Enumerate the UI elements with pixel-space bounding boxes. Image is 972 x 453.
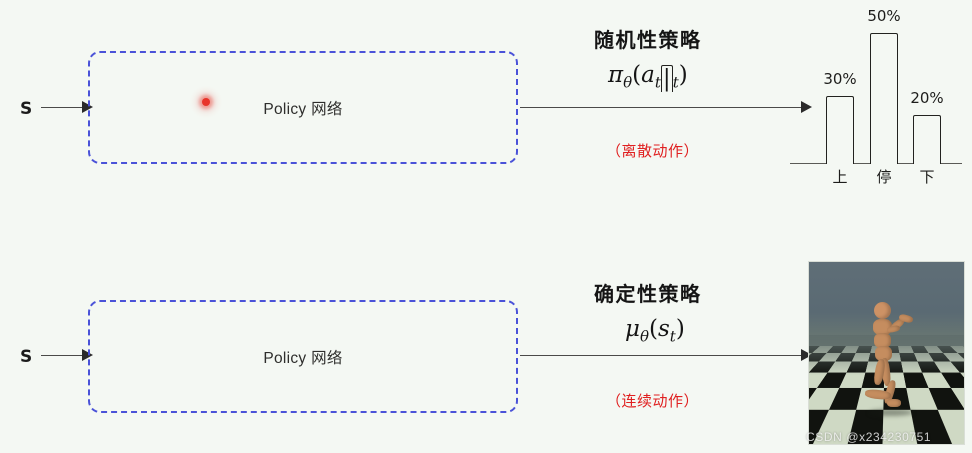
row1-policy-note: （离散动作） <box>606 142 700 160</box>
row1-formula-fn-sub: θ <box>623 73 633 92</box>
row2-formula-arg1: s <box>657 316 670 342</box>
humanoid-simulation-image <box>808 261 965 445</box>
humanoid-abdomen <box>873 333 891 349</box>
row1-output-arrow-head <box>801 101 812 113</box>
row1-policy-network-box[interactable]: Policy 网络 <box>88 51 518 164</box>
action-probability-bar-chart: 30% 上 50% 停 20% 下 <box>790 7 962 186</box>
row1-input-arrow-head <box>82 101 93 113</box>
bar-category-2: 下 <box>919 168 935 186</box>
row2-output-arrow-line <box>520 355 808 356</box>
row1-formula-close: ) <box>678 62 688 88</box>
bar-2 <box>913 115 941 164</box>
row1-policy-title: 随机性策略 <box>594 28 702 52</box>
humanoid-ground-shadow <box>868 409 913 417</box>
bar-0 <box>826 96 854 164</box>
row2-policy-formula: μθ(st) <box>625 316 685 346</box>
row2-policy-box-label: Policy 网络 <box>263 349 343 367</box>
cursor-dot-icon <box>202 98 210 106</box>
row2-formula-fn-sub: θ <box>639 327 649 346</box>
row2-policy-network-box[interactable]: Policy 网络 <box>88 300 518 413</box>
bar-value-0: 30% <box>823 70 857 88</box>
row1-formula-bar: | <box>660 64 673 92</box>
row2-policy-note: （连续动作） <box>606 392 700 410</box>
row2-input-state-label: S <box>20 347 33 367</box>
humanoid-pelvis <box>874 346 892 362</box>
csdn-watermark: CSDN @x234230751 <box>806 430 932 444</box>
row2-policy-title: 确定性策略 <box>594 282 702 306</box>
row1-policy-box-label: Policy 网络 <box>263 100 343 118</box>
row2-formula-close: ) <box>675 316 685 342</box>
row1-formula-arg2-sub: t <box>672 73 679 92</box>
humanoid-head <box>873 302 891 320</box>
row2-formula-open: ( <box>648 316 658 342</box>
row1-policy-formula: πθ(at|st) <box>608 62 688 92</box>
row1-input-state-label: S <box>20 99 33 119</box>
bar-value-2: 20% <box>910 89 944 107</box>
row1-formula-arg1-sub: t <box>654 73 661 92</box>
row1-output-arrow-line <box>520 107 808 108</box>
bar-category-1: 停 <box>876 168 892 186</box>
humanoid-figure <box>863 302 923 417</box>
bar-1 <box>870 33 898 164</box>
row1-input-arrow-line <box>41 107 85 108</box>
row2-input-arrow-line <box>41 355 85 356</box>
row2-formula-arg1-sub: t <box>669 327 676 346</box>
row1-formula-fn: π <box>608 62 624 88</box>
humanoid-foot-right <box>886 399 901 408</box>
bar-value-1: 50% <box>867 7 901 25</box>
row2-formula-fn: μ <box>625 316 640 342</box>
row2-output-arrow-head <box>801 349 812 361</box>
row2-input-arrow-head <box>82 349 93 361</box>
row1-formula-arg1: a <box>641 62 655 88</box>
row1-formula-open: ( <box>632 62 642 88</box>
bar-category-0: 上 <box>832 168 848 186</box>
